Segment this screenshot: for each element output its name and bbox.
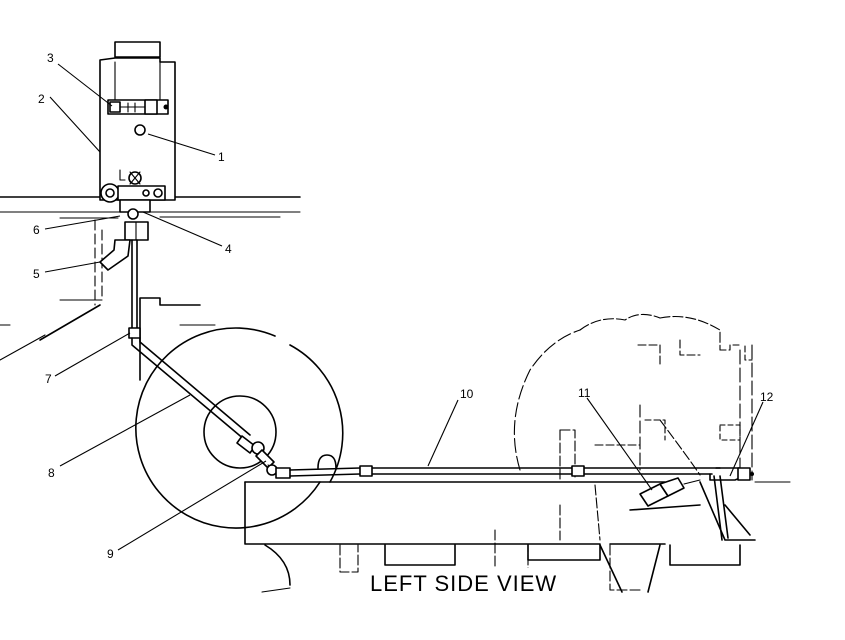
callout-7: 7: [45, 372, 52, 386]
leader-lines: [44, 63, 764, 551]
callout-2: 2: [38, 92, 45, 106]
tank-assembly: [99, 41, 176, 271]
elbow-fitting: [236, 435, 256, 454]
drain-plug: [134, 124, 146, 136]
callout-5: 5: [33, 267, 40, 281]
callout-4: 4: [225, 242, 232, 256]
tube-lines: [128, 239, 754, 541]
end-fitting: [737, 467, 751, 481]
callout-8: 8: [48, 466, 55, 480]
pressure-switch: [99, 239, 131, 271]
callout-1: 1: [218, 150, 225, 164]
filler-cap: [114, 41, 161, 58]
callout-10: 10: [460, 387, 474, 401]
adapter-fitting: [127, 208, 139, 220]
callouts: 1 2 3 4 5 6 7 8 9 10 11 12: [33, 51, 774, 561]
callout-12: 12: [760, 390, 774, 404]
callout-6: 6: [33, 223, 40, 237]
callout-9: 9: [107, 547, 114, 561]
callout-11: 11: [578, 386, 591, 400]
view-label: LEFT SIDE VIEW: [370, 571, 557, 596]
tube-clip: [128, 327, 141, 339]
callout-3: 3: [47, 51, 54, 65]
